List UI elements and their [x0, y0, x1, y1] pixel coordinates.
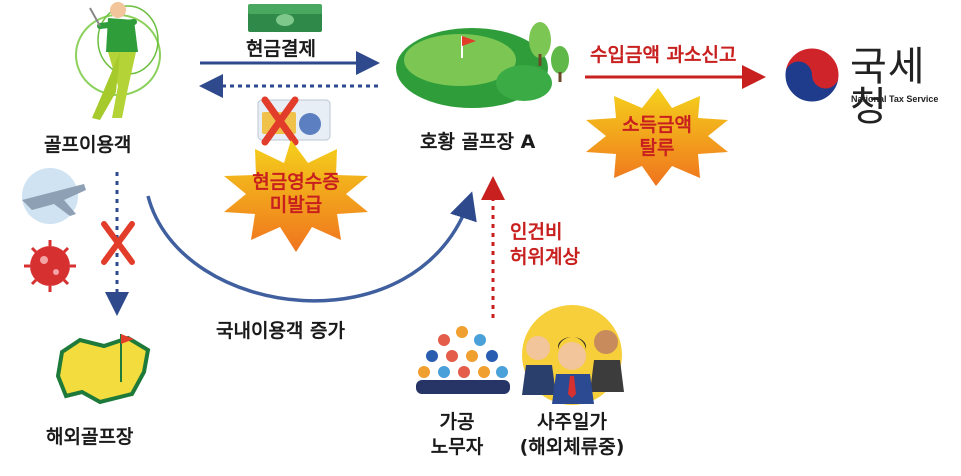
- nts-logo-icon: [784, 47, 840, 103]
- fake-workers-line2: 노무자: [430, 435, 484, 458]
- business-people-icon: [522, 305, 624, 405]
- owner-family-line2: (해외체류중): [519, 435, 625, 458]
- receipt-burst-text: 현금영수증 미발급: [252, 171, 339, 217]
- golf-course-label: 호황 골프장 A: [420, 131, 536, 153]
- omission-burst: [586, 88, 728, 186]
- receipt-burst: [224, 140, 368, 252]
- covid-virus-icon: [24, 240, 76, 292]
- omission-burst-text: 소득금액 탈루: [622, 114, 692, 160]
- blocked-cross-icon: [101, 221, 135, 265]
- omission-burst-line1: 소득금액: [622, 114, 692, 137]
- receipt-burst-line2: 미발급: [269, 194, 323, 216]
- labor-cost-line2: 허위계상: [510, 245, 580, 268]
- golf-course-icon: [396, 22, 569, 108]
- nts-name: 국세청: [850, 44, 926, 130]
- crowd-icon: [416, 326, 510, 394]
- nts-name-en: National Tax Service: [851, 94, 939, 104]
- underreport-label: 수입금액 과소신고: [590, 44, 737, 66]
- cash-payment-label: 현금결제: [246, 38, 316, 60]
- overseas-course-label: 해외골프장: [46, 426, 134, 448]
- domestic-increase-label: 국내이용객 증가: [216, 320, 345, 342]
- golfer-label: 골프이용객: [44, 134, 132, 156]
- golfer-icon: [75, 2, 161, 120]
- owner-family-label: 사주일가 (해외체류중): [520, 410, 625, 459]
- airplane-icon: [22, 168, 86, 224]
- labor-cost-line1: 인건비: [510, 221, 563, 243]
- labor-cost-label: 인건비 허위계상: [510, 220, 580, 269]
- fake-workers-line1: 가공: [439, 411, 475, 433]
- omission-burst-line2: 탈루: [639, 137, 675, 159]
- fake-workers-label: 가공 노무자: [431, 410, 483, 459]
- owner-family-line1: 사주일가: [537, 411, 607, 433]
- cash-icon: [248, 4, 322, 32]
- receipt-burst-line1: 현금영수증: [252, 171, 340, 194]
- domestic-increase-arrow: [146, 191, 477, 303]
- masters-course-icon: [55, 334, 151, 405]
- credit-card-crossed-icon: [257, 96, 331, 146]
